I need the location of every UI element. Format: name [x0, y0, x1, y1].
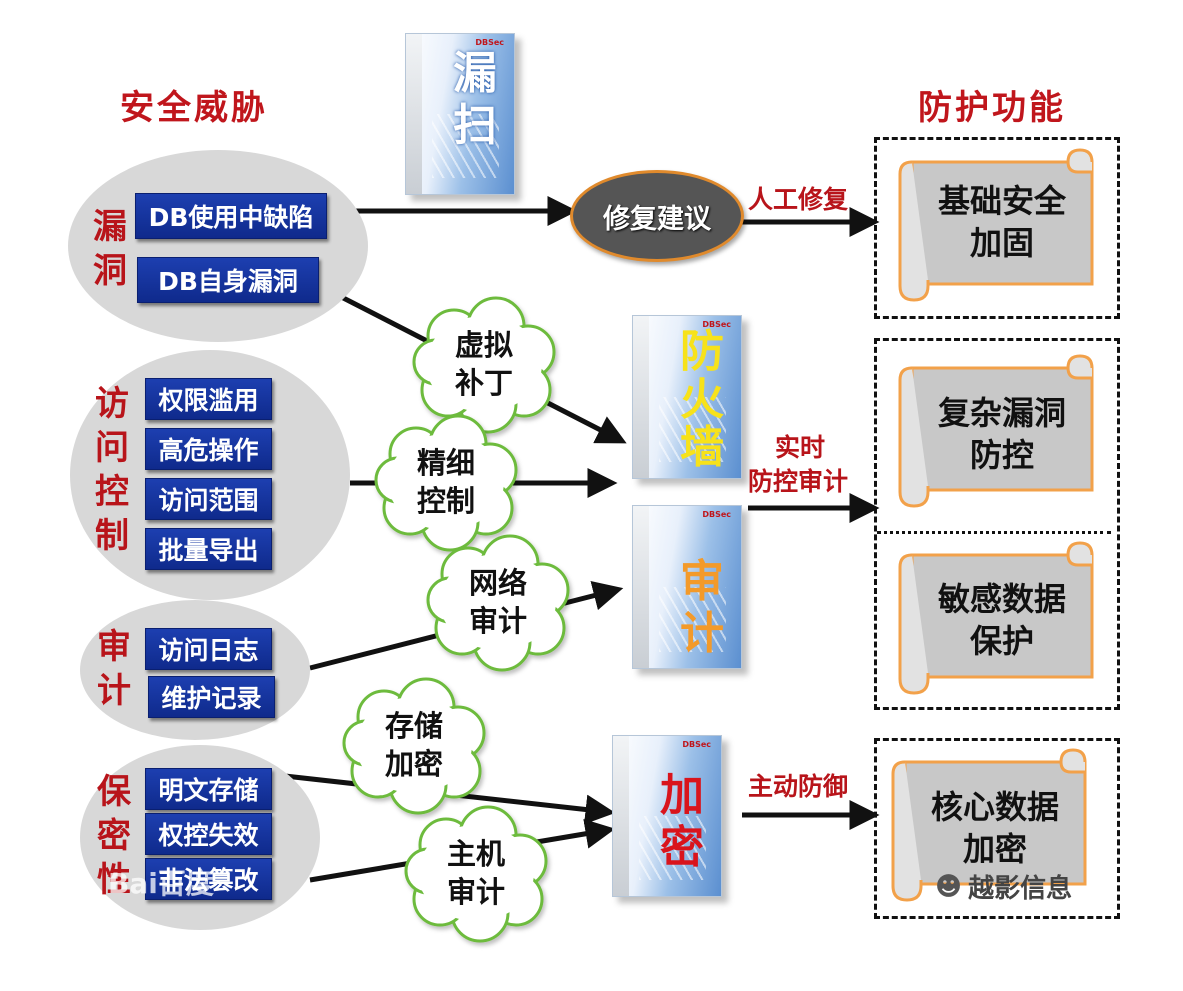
function-complex-line2: 防控 — [969, 436, 1034, 474]
threat-db-usage-defect: DB使用中缺陷 — [135, 193, 327, 239]
product-audit: DBSec 审 计 — [632, 505, 742, 669]
function-box-basic — [874, 137, 1120, 319]
function-sensitive-data: 敏感数据 保护 — [914, 578, 1090, 662]
cloud-storage-encrypt-label: 存储 加密 — [366, 707, 462, 783]
product-encryption-char2: 密 — [660, 822, 704, 873]
product-encryption-char1: 加 — [660, 770, 704, 821]
repair-suggestion-node: 修复建议 — [570, 170, 744, 262]
audit-group-label: 审计 — [92, 625, 136, 713]
function-box-divider — [877, 531, 1111, 534]
function-sensitive-line1: 敏感数据 — [937, 580, 1066, 618]
vuln-group-ellipse — [68, 150, 368, 342]
function-core-encrypt: 核心数据 加密 — [907, 786, 1083, 870]
function-complex-vuln: 复杂漏洞 防控 — [914, 392, 1090, 476]
threat-access-log: 访问日志 — [145, 628, 272, 670]
confidentiality-group-label-text: 保密性 — [97, 772, 131, 900]
wechat-icon: ☻ — [935, 871, 963, 902]
cloud-fine-control-label: 精细 控制 — [398, 444, 494, 520]
cloud-storage-encrypt-line1: 存储 — [384, 709, 443, 743]
product-audit-char2: 计 — [680, 608, 724, 659]
threats-header: 安全威胁 — [120, 88, 268, 128]
product-vuln-scan: DBSec 漏 扫 — [405, 33, 515, 195]
cloud-storage-encrypt-line2: 加密 — [384, 747, 443, 781]
product-firewall-char1: 防 — [680, 326, 724, 377]
cloud-network-audit-label: 网络 审计 — [450, 564, 546, 640]
cloud-virtual-patch-line1: 虚拟 — [454, 328, 513, 362]
product-audit-char1: 审 — [680, 556, 724, 607]
cloud-virtual-patch-label: 虚拟 补丁 — [436, 326, 532, 402]
cloud-fine-control-line2: 控制 — [416, 484, 475, 518]
wechat-watermark: ☻ 越影信息 — [935, 868, 1072, 905]
label-manual-repair: 人工修复 — [748, 185, 849, 214]
label-realtime-2: 防控审计 — [748, 467, 849, 496]
threat-db-self-vuln: DB自身漏洞 — [137, 257, 319, 303]
threat-access-scope: 访问范围 — [145, 478, 272, 520]
product-vuln-scan-char1: 漏 — [453, 48, 497, 99]
threat-illegal-tamper: 非法篡改 — [145, 858, 272, 900]
audit-group-label-text: 审计 — [97, 627, 131, 711]
threat-plaintext-storage: 明文存储 — [145, 768, 272, 810]
function-core-line1: 核心数据 — [930, 788, 1059, 826]
function-basic-hardening: 基础安全 加固 — [914, 180, 1090, 264]
product-encryption: DBSec 加 密 — [612, 735, 722, 897]
functions-header: 防护功能 — [918, 88, 1066, 128]
cloud-host-audit-line1: 主机 — [446, 837, 505, 871]
threat-maintenance-record: 维护记录 — [148, 676, 275, 718]
baidu-watermark: Bai百度 — [108, 867, 214, 900]
repair-suggestion-text: 修复建议 — [603, 203, 711, 235]
cloud-network-audit-line2: 审计 — [468, 604, 527, 638]
wechat-watermark-text: 越影信息 — [968, 874, 1073, 904]
function-box-group — [874, 338, 1120, 710]
function-box-core — [874, 738, 1120, 919]
threat-high-risk-op: 高危操作 — [145, 428, 272, 470]
cloud-host-audit-line2: 审计 — [446, 875, 505, 909]
label-realtime-1: 实时 — [775, 433, 826, 462]
threat-privilege-abuse: 权限滥用 — [145, 378, 272, 420]
function-core-line2: 加密 — [962, 830, 1027, 868]
threat-bulk-export: 批量导出 — [145, 528, 272, 570]
access-group-label: 访问控制 — [90, 382, 134, 558]
cloud-fine-control-line1: 精细 — [416, 446, 475, 480]
access-group-label-text: 访问控制 — [95, 384, 129, 556]
threat-access-control-failure: 权控失效 — [145, 813, 272, 855]
confidentiality-group-label: 保密性 — [92, 770, 136, 902]
vuln-group-label-text: 漏洞 — [93, 207, 127, 291]
product-firewall: DBSec 防 火 墙 — [632, 315, 742, 479]
cloud-host-audit-label: 主机 审计 — [428, 835, 524, 911]
function-basic-line2: 加固 — [969, 224, 1034, 262]
vuln-group-label: 漏洞 — [88, 205, 132, 293]
function-complex-line1: 复杂漏洞 — [937, 394, 1066, 432]
label-active-defense: 主动防御 — [748, 772, 849, 801]
product-firewall-char3: 墙 — [680, 422, 724, 473]
function-basic-line1: 基础安全 — [937, 182, 1066, 220]
function-sensitive-line2: 保护 — [969, 622, 1034, 660]
cloud-virtual-patch-line2: 补丁 — [454, 366, 513, 400]
product-firewall-char2: 火 — [680, 374, 724, 425]
product-vuln-scan-char2: 扫 — [453, 100, 497, 151]
cloud-network-audit-line1: 网络 — [468, 566, 527, 600]
